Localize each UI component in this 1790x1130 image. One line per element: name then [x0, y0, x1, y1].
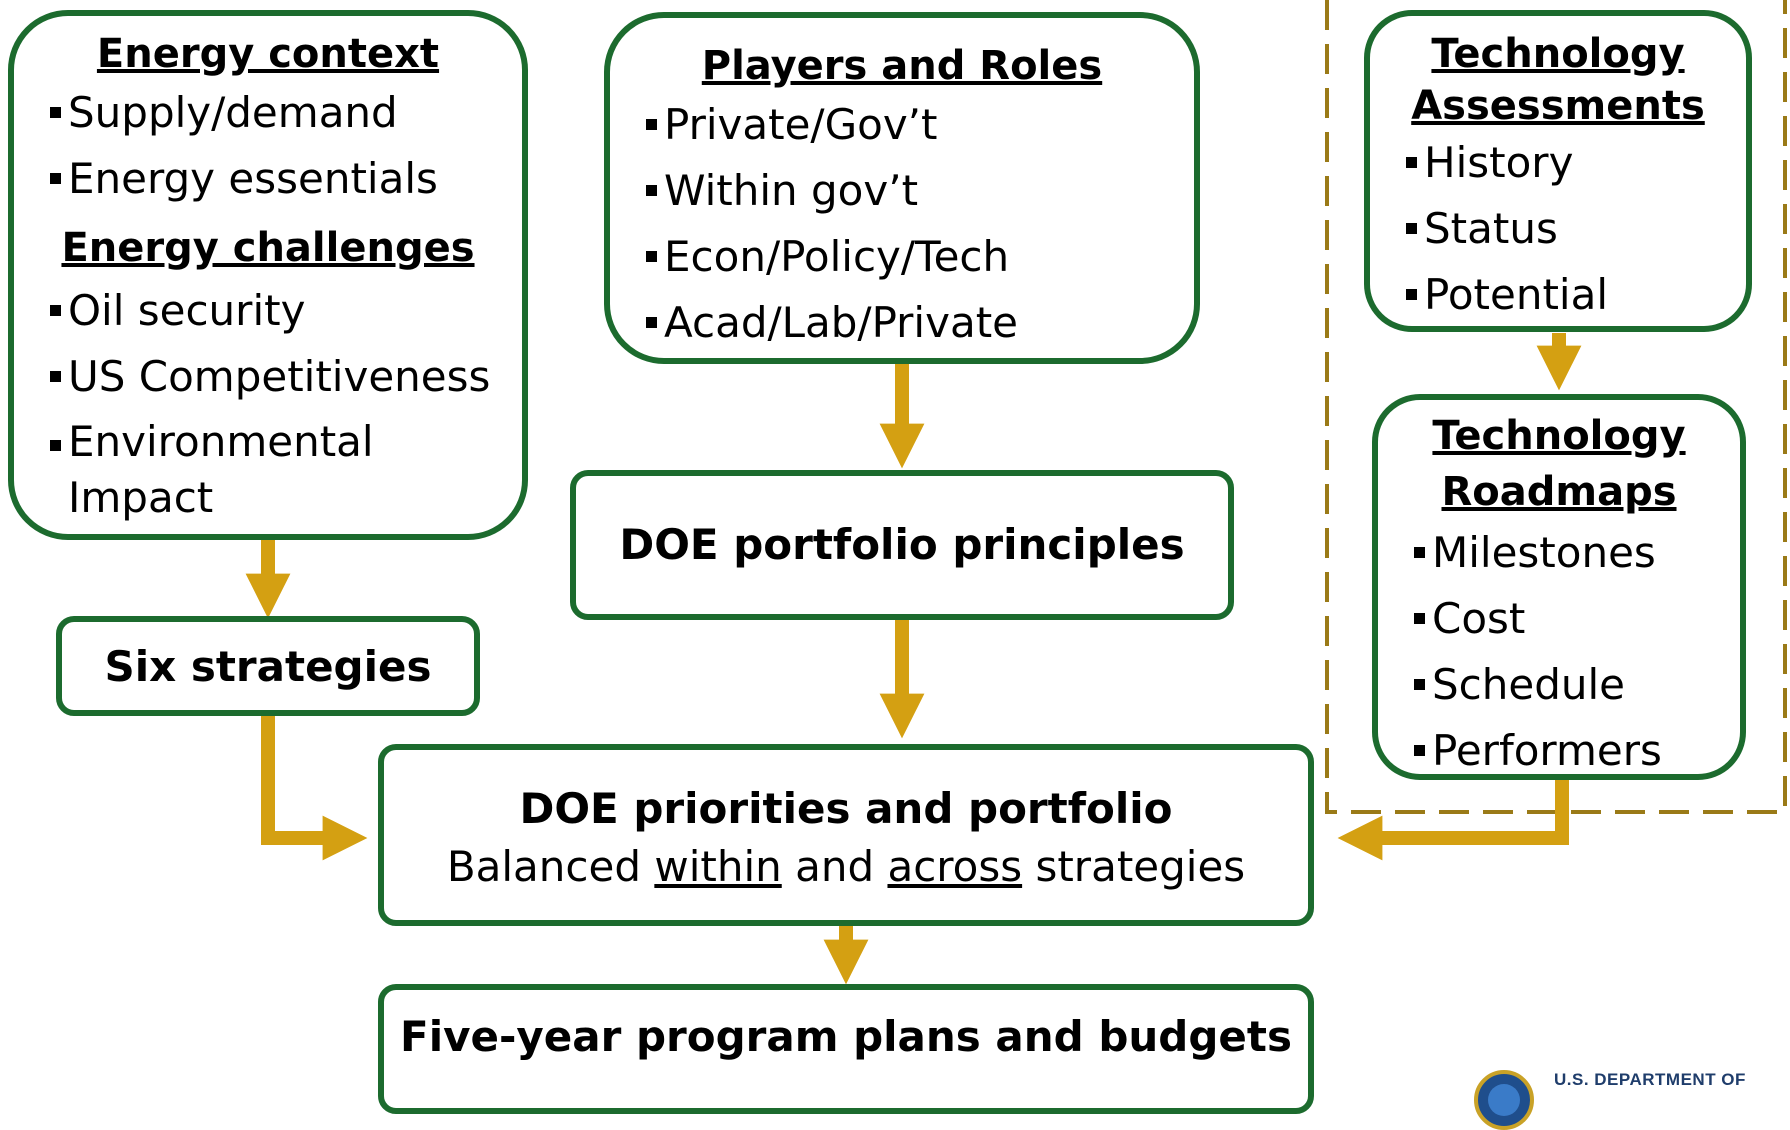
energy-challenges-heading: Energy challenges: [61, 225, 475, 271]
players-roles-item: Within gov’t: [610, 158, 1194, 224]
doe-logo: U.S. DEPARTMENT OF: [1474, 1070, 1774, 1130]
energy-context-heading: Energy context: [96, 31, 440, 77]
players-roles-item: Econ/Policy/Tech: [610, 224, 1194, 290]
technology-roadmaps-item: Schedule: [1378, 652, 1740, 718]
five-year-plans-label: Five-year program plans and budgets: [400, 1012, 1292, 1061]
subtitle-strategies: strategies: [1022, 842, 1246, 891]
energy-challenge-item: US Competitiveness: [14, 344, 522, 410]
arrow-roadmaps-to-priorities: [1337, 780, 1569, 861]
doe-portfolio-principles-box: DOE portfolio principles: [570, 470, 1234, 620]
technology-assessments-heading-line2: Assessments: [1411, 83, 1705, 129]
players-roles-box: Players and Roles Private/Gov’t Within g…: [604, 12, 1200, 364]
technology-roadmaps-item: Cost: [1378, 586, 1740, 652]
technology-assessments-box: Technology Assessments History Status Po…: [1364, 10, 1752, 332]
energy-context-item: Supply/demand: [14, 80, 522, 146]
doe-priorities-title: DOE priorities and portfolio: [519, 784, 1173, 833]
technology-assessments-item: Status: [1370, 196, 1746, 262]
technology-roadmaps-heading-line1: Technology: [1432, 413, 1686, 459]
connectors: [245, 0, 1787, 985]
energy-context-item: Energy essentials: [14, 146, 522, 212]
energy-challenge-item: Environmental Impact: [14, 410, 398, 530]
subtitle-and: and: [781, 842, 888, 891]
players-roles-item: Acad/Lab/Private: [610, 290, 1194, 356]
six-strategies-box: Six strategies: [56, 616, 480, 716]
technology-roadmaps-box: Technology Roadmaps Milestones Cost Sche…: [1372, 394, 1746, 780]
six-strategies-label: Six strategies: [104, 642, 432, 691]
technology-assessments-item: Potential: [1370, 262, 1746, 328]
doe-logo-text: U.S. DEPARTMENT OF: [1554, 1070, 1746, 1089]
energy-challenge-item: Oil security: [14, 278, 522, 344]
technology-roadmaps-item: Milestones: [1378, 520, 1740, 586]
doe-seal-icon: [1474, 1070, 1534, 1130]
technology-assessments-item: History: [1370, 130, 1746, 196]
players-roles-item: Private/Gov’t: [610, 92, 1194, 158]
technology-roadmaps-item: Performers: [1378, 718, 1740, 784]
players-roles-heading: Players and Roles: [701, 43, 1103, 89]
five-year-plans-box: Five-year program plans and budgets: [378, 984, 1314, 1114]
arrow-six-to-priorities: [261, 714, 368, 861]
energy-context-box: Energy context Supply/demand Energy esse…: [8, 10, 528, 540]
doe-portfolio-principles-label: DOE portfolio principles: [619, 520, 1185, 569]
doe-priorities-subtitle: Balanced within and across strategies: [384, 842, 1308, 891]
subtitle-balanced: Balanced: [446, 842, 655, 891]
doe-priorities-box: DOE priorities and portfolio Balanced wi…: [378, 744, 1314, 926]
technology-assessments-heading-line1: Technology: [1431, 31, 1685, 77]
subtitle-across: across: [887, 842, 1023, 891]
technology-roadmaps-heading-line2: Roadmaps: [1441, 469, 1677, 515]
subtitle-within: within: [654, 842, 782, 891]
